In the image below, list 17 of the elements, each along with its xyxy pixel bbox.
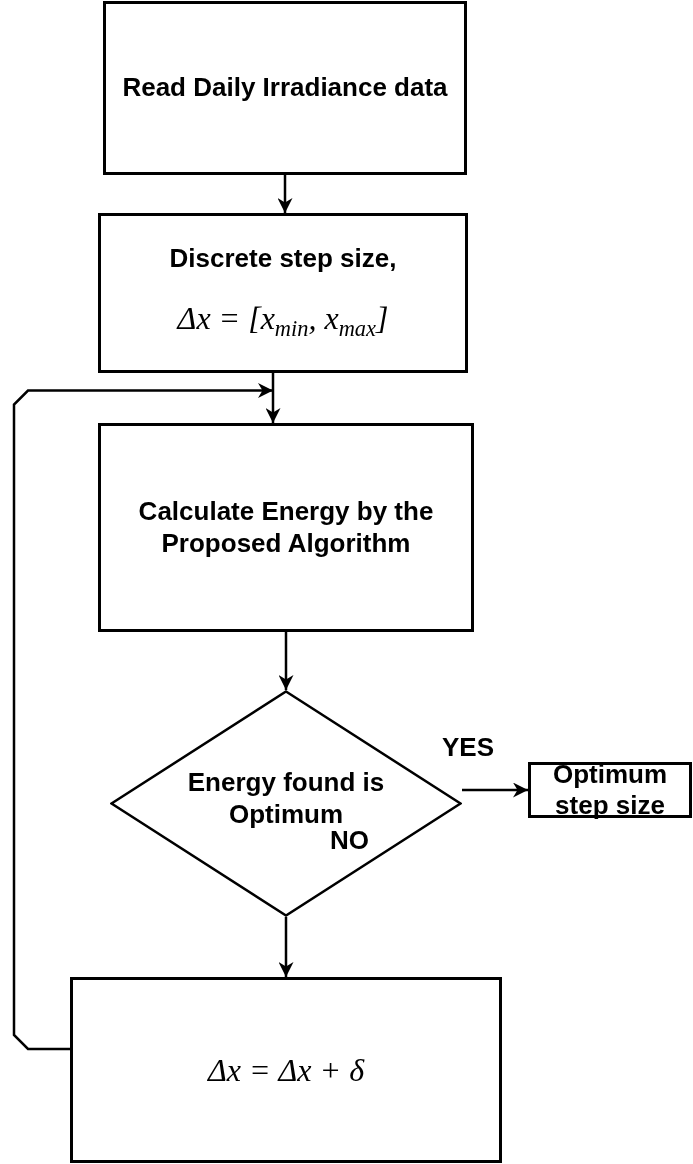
arrow xyxy=(277,175,293,213)
process-box xyxy=(528,762,692,818)
process-box xyxy=(98,423,474,632)
node-label: Optimum step size xyxy=(551,758,669,822)
node-label: Calculate Energy by the Proposed Algorithm xyxy=(137,496,435,559)
arrow xyxy=(462,782,528,798)
node-label: Discrete step size, xyxy=(169,243,397,275)
formula: Δx = Δx + δ xyxy=(208,1051,364,1089)
arrow xyxy=(278,917,294,977)
formula: Δx = [x$_{min}$, x$_{max}$] xyxy=(177,300,389,343)
process-box xyxy=(98,213,468,373)
node-label: Read Daily Irradiance data xyxy=(122,72,448,104)
arrow xyxy=(12,383,273,1051)
process-box xyxy=(103,1,467,175)
arrow xyxy=(278,632,294,690)
arrow xyxy=(265,373,281,423)
process-box xyxy=(70,977,502,1163)
